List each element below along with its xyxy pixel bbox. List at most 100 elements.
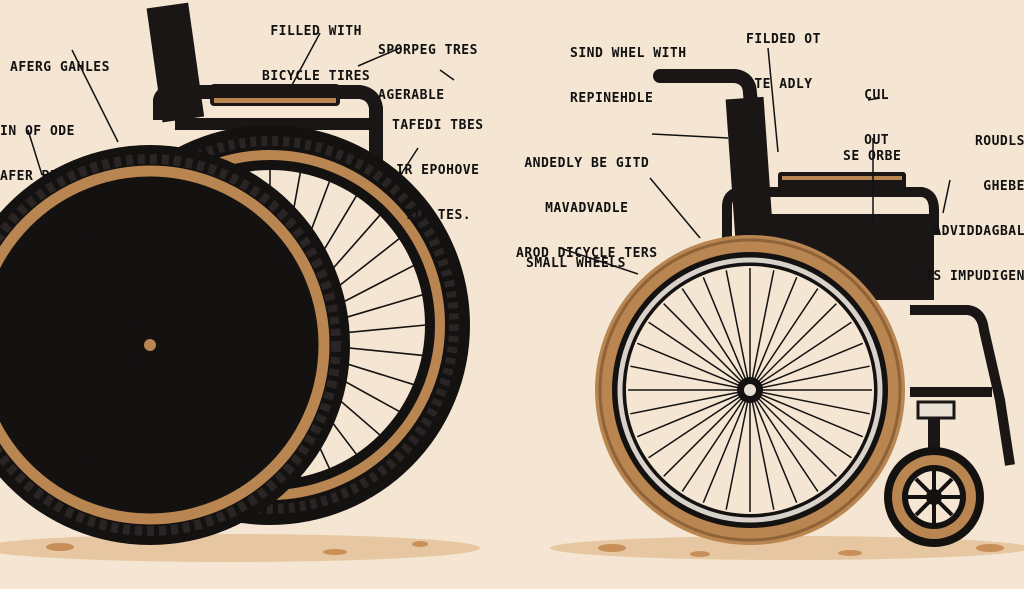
- spoke: [149, 344, 288, 425]
- label-line: ADVIDDAGBAL: [933, 224, 1024, 239]
- right-caster-wheel: [884, 447, 984, 547]
- spoke: [637, 389, 751, 438]
- label-line: TAFEDI TBES: [392, 118, 484, 133]
- spoke: [47, 344, 151, 467]
- spoke: [681, 389, 751, 492]
- spoke: [630, 389, 751, 415]
- spoke: [0, 344, 151, 373]
- spoke: [121, 344, 151, 501]
- label-aferg-gahles: AFERG GAHLES: [10, 30, 110, 105]
- label-line: AROD DICYCLE TERS: [516, 246, 658, 261]
- spoke: [648, 321, 751, 391]
- spoke: [1, 344, 151, 400]
- label-roudls-ghebe: ROUDLS GHEBE ADVIDDAGBAL IS IMPUDIGEN: [925, 104, 1024, 314]
- spoke: [749, 389, 837, 477]
- spoke: [749, 342, 863, 391]
- spoke: [149, 316, 306, 346]
- spoke: [149, 290, 299, 346]
- label-tafedi-tbes: TAFEDI TBES IR EPOHOVE TIN TES.: [392, 88, 484, 253]
- spoke: [47, 223, 151, 346]
- spoke: [149, 344, 230, 483]
- spoke: [749, 277, 798, 391]
- spoke: [749, 389, 852, 459]
- right-ground-sand: [550, 536, 1024, 560]
- label-line: SMALL WHEELS: [526, 256, 626, 271]
- spoke: [70, 344, 151, 483]
- spoke: [149, 344, 253, 467]
- spoke: [149, 344, 179, 501]
- spoke: [663, 303, 751, 391]
- label-line: SPORPEG TRES: [378, 43, 478, 58]
- spoke: [28, 242, 151, 346]
- label-line: IN OF ODE: [0, 124, 75, 139]
- left-seat-bar: [175, 118, 370, 130]
- label-line: BICYCLE TIRES: [262, 69, 371, 84]
- spoke: [749, 389, 870, 415]
- label-andedly-be-gitd: ANDEDLY BE GITD MAVADVADLE AROD DICYCLE …: [516, 126, 658, 291]
- label-line: GHEBE: [983, 179, 1024, 194]
- label-line: MAVADVADLE: [545, 201, 629, 216]
- spoke: [28, 344, 151, 448]
- label-line: OUT: [864, 133, 890, 148]
- right-rear-wheel: [595, 235, 905, 545]
- right-leader-lines: [559, 47, 951, 275]
- label-line: FILLED WITH: [270, 24, 362, 39]
- spoke: [149, 223, 253, 346]
- label-filded-ot: FILDED OT TE ADLY: [746, 2, 821, 122]
- spoke: [12, 344, 151, 425]
- right-armrest-frame: [722, 187, 939, 240]
- spoke: [149, 344, 299, 400]
- spoke: [95, 344, 151, 494]
- spoke: [749, 321, 852, 391]
- spoke: [121, 189, 151, 346]
- left-leader-lines: [27, 32, 455, 183]
- spoke: [702, 277, 751, 391]
- spoke: [663, 389, 751, 477]
- label-line: SIND WHEL WITH: [570, 46, 687, 61]
- label-small-wheels: SMALL WHEELS: [526, 226, 626, 301]
- spoke: [630, 365, 751, 391]
- spoke: [149, 207, 230, 346]
- spoke: [749, 389, 819, 492]
- label-line: AFER BE: [0, 169, 59, 184]
- spoke: [749, 365, 870, 391]
- spoke: [149, 344, 306, 374]
- spoke: [149, 344, 272, 448]
- label-se-orbe: SE ORBE: [843, 119, 901, 194]
- spoke: [12, 265, 151, 346]
- right-footrest-frame: [910, 305, 1015, 466]
- label-sporpeg-tres: SPORPEG TRES AGERABLE: [378, 13, 478, 133]
- spoke: [95, 196, 151, 346]
- spoke: [70, 207, 151, 346]
- spoke: [749, 270, 775, 391]
- label-line: IR EPOHOVE: [396, 163, 480, 178]
- spoke: [749, 389, 775, 510]
- label-line: TIN TES.: [404, 208, 472, 223]
- spoke: [1, 290, 151, 346]
- spoke: [702, 389, 751, 503]
- label-line: CUL: [864, 88, 890, 103]
- spoke: [149, 242, 272, 346]
- label-cul-out: CUL OUT: [860, 58, 893, 178]
- spoke: [0, 317, 151, 346]
- label-line: AGERABLE: [378, 88, 445, 103]
- right-wheelchair: [559, 47, 1015, 547]
- spoke: [749, 389, 798, 503]
- spoke: [149, 189, 179, 346]
- left-wheelchair: [0, 2, 470, 545]
- spoke: [749, 389, 863, 438]
- right-push-handle: [653, 69, 759, 117]
- label-in-of-ode: IN OF ODE AFER BE: [0, 94, 75, 214]
- spoke: [725, 389, 751, 510]
- sand-speckles: [46, 541, 1004, 557]
- spoke: [749, 288, 819, 391]
- spoke: [725, 270, 751, 391]
- spoke: [149, 265, 288, 346]
- label-line: TE ADLY: [754, 77, 813, 92]
- spoke: [149, 344, 205, 494]
- label-filled-with-bicycle-tires: FILLED WITH BICYCLE TIRES: [262, 0, 370, 114]
- spoke: [149, 196, 205, 346]
- label-line: ANDEDLY BE GITD: [524, 156, 650, 171]
